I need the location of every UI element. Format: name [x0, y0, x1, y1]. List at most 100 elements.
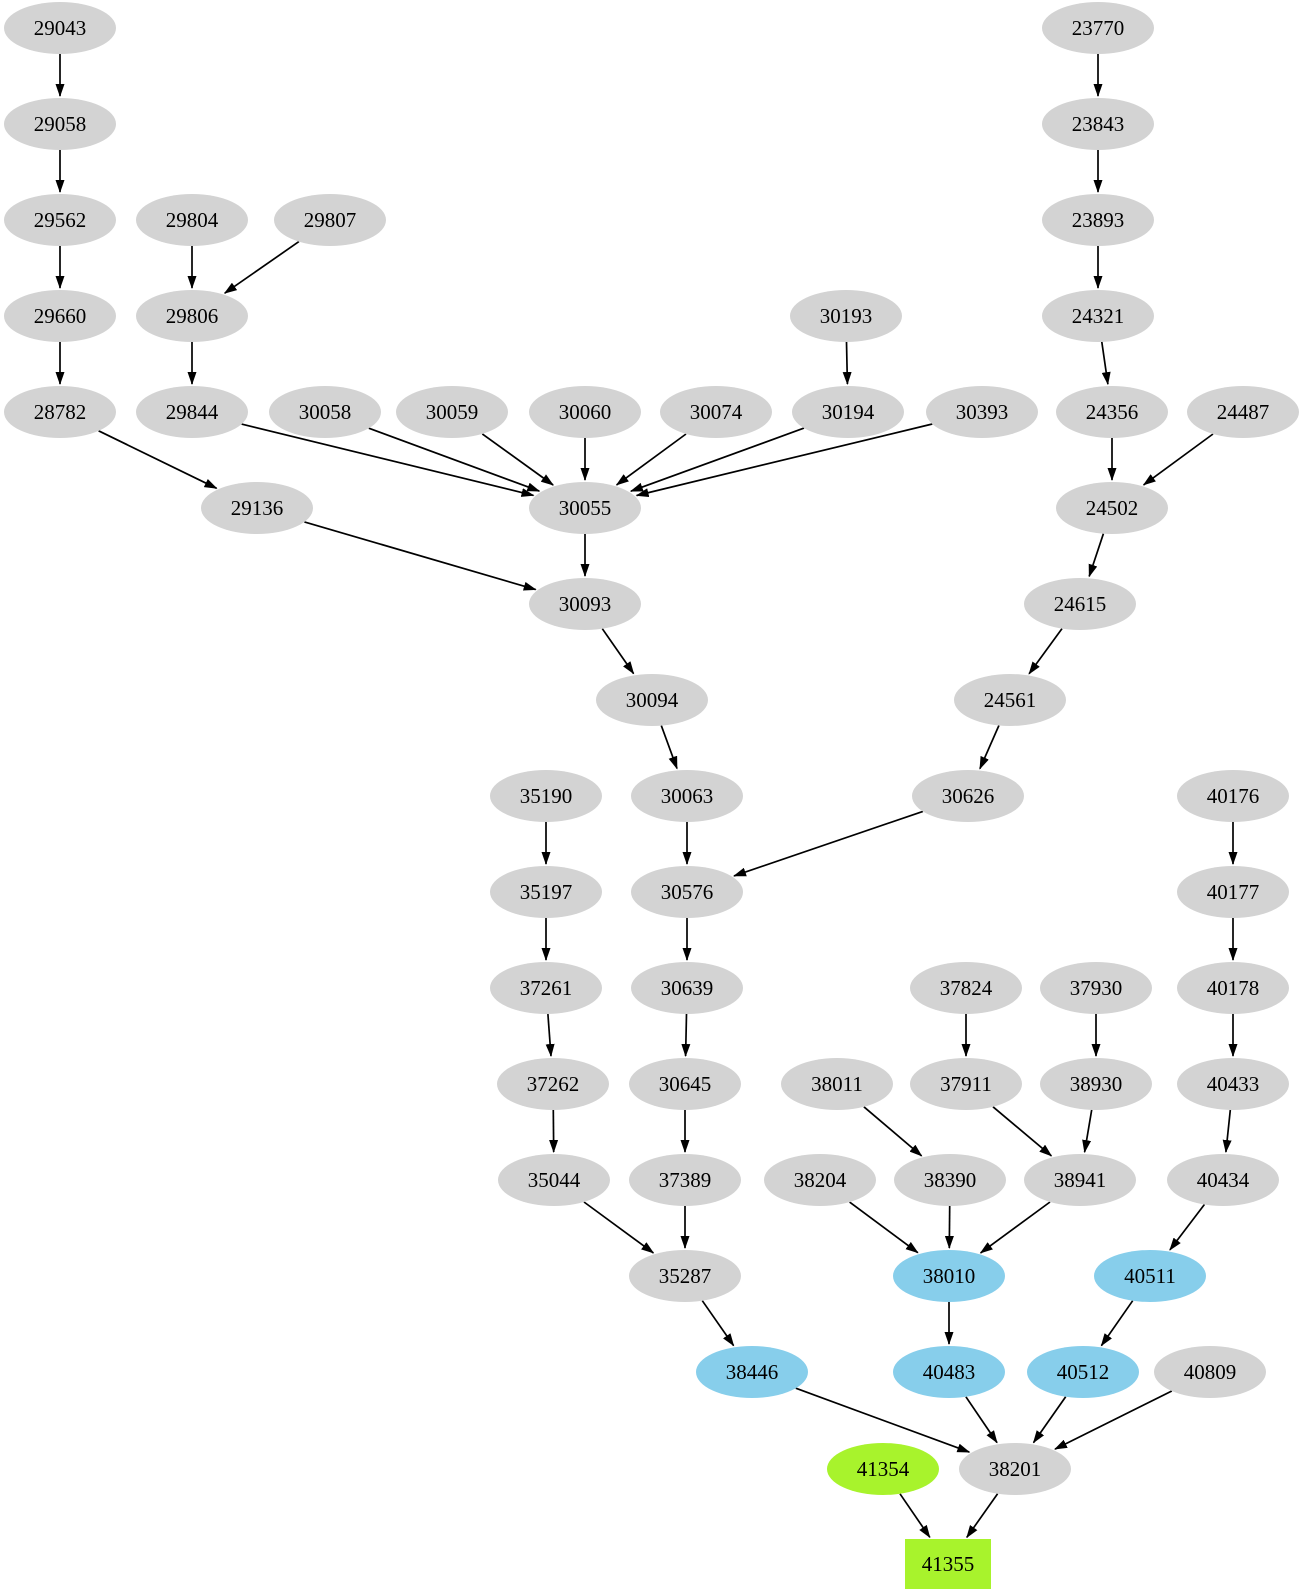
node-35044: 35044	[498, 1154, 610, 1206]
node-29562: 29562	[4, 194, 116, 246]
node-37911: 37911	[910, 1058, 1022, 1110]
edge-30074-30055	[615, 433, 687, 486]
node-23843: 23843	[1042, 98, 1154, 150]
node-40512: 40512	[1027, 1346, 1139, 1398]
node-37261: 37261	[490, 962, 602, 1014]
node-35190: 35190	[490, 770, 602, 822]
node-38204: 38204	[764, 1154, 876, 1206]
node-30094: 30094	[596, 674, 708, 726]
node-30058: 30058	[269, 386, 381, 438]
node-40511: 40511	[1094, 1250, 1206, 1302]
node-30393: 30393	[926, 386, 1038, 438]
node-30193: 30193	[790, 290, 902, 342]
edge-38201-41355	[966, 1493, 999, 1539]
edge-37911-38941	[992, 1106, 1053, 1157]
node-23893: 23893	[1042, 194, 1154, 246]
node-24561: 24561	[954, 674, 1066, 726]
node-29844: 29844	[136, 386, 248, 438]
edge-40511-40512	[1100, 1300, 1134, 1347]
node-38390: 38390	[894, 1154, 1006, 1206]
edge-35287-38446	[701, 1300, 735, 1347]
node-30645: 30645	[629, 1058, 741, 1110]
node-30059: 30059	[396, 386, 508, 438]
node-40809: 40809	[1154, 1346, 1266, 1398]
edge-30639-30645	[681, 1013, 691, 1057]
node-37389: 37389	[629, 1154, 741, 1206]
node-37824: 37824	[910, 962, 1022, 1014]
node-30074: 30074	[660, 386, 772, 438]
edge-37261-37262	[545, 1013, 555, 1057]
node-37930: 37930	[1040, 962, 1152, 1014]
node-30626: 30626	[912, 770, 1024, 822]
node-40177: 40177	[1177, 866, 1289, 918]
edge-24561-30626	[979, 725, 1000, 770]
node-40433: 40433	[1177, 1058, 1289, 1110]
edge-40809-38201	[1054, 1390, 1173, 1450]
node-30639: 30639	[631, 962, 743, 1014]
edge-29807-29806	[223, 240, 300, 294]
node-24487: 24487	[1187, 386, 1299, 438]
edge-40434-40511	[1169, 1203, 1206, 1251]
edge-24487-24502	[1142, 433, 1214, 486]
edge-38446-38201	[795, 1387, 971, 1453]
node-38010: 38010	[893, 1250, 1005, 1302]
node-38011: 38011	[781, 1058, 893, 1110]
edge-38930-38941	[1082, 1109, 1093, 1154]
edge-41354-41355	[899, 1493, 931, 1539]
edge-29136-30093	[304, 521, 537, 591]
edge-40433-40434	[1222, 1109, 1232, 1153]
edge-30058-30055	[368, 427, 541, 492]
node-28782: 28782	[4, 386, 116, 438]
edge-30194-30055	[629, 427, 805, 492]
node-37262: 37262	[497, 1058, 609, 1110]
node-30055: 30055	[529, 482, 641, 534]
edge-30094-30063	[660, 725, 678, 770]
edge-29844-30055	[241, 423, 535, 497]
node-23770: 23770	[1042, 2, 1154, 54]
node-38201: 38201	[959, 1443, 1071, 1495]
node-41354: 41354	[827, 1443, 939, 1495]
node-29043: 29043	[4, 2, 116, 54]
edge-30626-30576	[733, 810, 924, 877]
node-40483: 40483	[893, 1346, 1005, 1398]
edge-24321-24356	[1100, 341, 1111, 386]
node-35287: 35287	[629, 1250, 741, 1302]
node-40178: 40178	[1177, 962, 1289, 1014]
edge-30059-30055	[481, 433, 554, 486]
edge-40512-38201	[1032, 1396, 1067, 1444]
node-30060: 30060	[529, 386, 641, 438]
node-41355: 41355	[905, 1539, 991, 1589]
edge-24502-24615	[1088, 533, 1105, 578]
edge-38204-38010	[849, 1201, 919, 1254]
node-29807: 29807	[274, 194, 386, 246]
node-38446: 38446	[696, 1346, 808, 1398]
edge-40483-38201	[965, 1396, 998, 1444]
node-38941: 38941	[1024, 1154, 1136, 1206]
node-38930: 38930	[1040, 1058, 1152, 1110]
edge-35044-35287	[583, 1201, 655, 1254]
edge-28782-29136	[98, 430, 218, 490]
node-24321: 24321	[1042, 290, 1154, 342]
node-29804: 29804	[136, 194, 248, 246]
node-29136: 29136	[201, 482, 313, 534]
node-35197: 35197	[490, 866, 602, 918]
edge-38011-38390	[863, 1106, 923, 1157]
edge-30193-30194	[842, 341, 852, 385]
node-24356: 24356	[1056, 386, 1168, 438]
node-40176: 40176	[1177, 770, 1289, 822]
edge-30393-30055	[635, 423, 933, 498]
node-30194: 30194	[792, 386, 904, 438]
node-40434: 40434	[1167, 1154, 1279, 1206]
node-30093: 30093	[529, 578, 641, 630]
node-24502: 24502	[1056, 482, 1168, 534]
node-30576: 30576	[631, 866, 743, 918]
edge-24615-24561	[1028, 628, 1063, 675]
node-29058: 29058	[4, 98, 116, 150]
node-30063: 30063	[631, 770, 743, 822]
node-29806: 29806	[136, 290, 248, 342]
edge-30093-30094	[601, 628, 635, 675]
edge-38941-38010	[979, 1201, 1051, 1254]
